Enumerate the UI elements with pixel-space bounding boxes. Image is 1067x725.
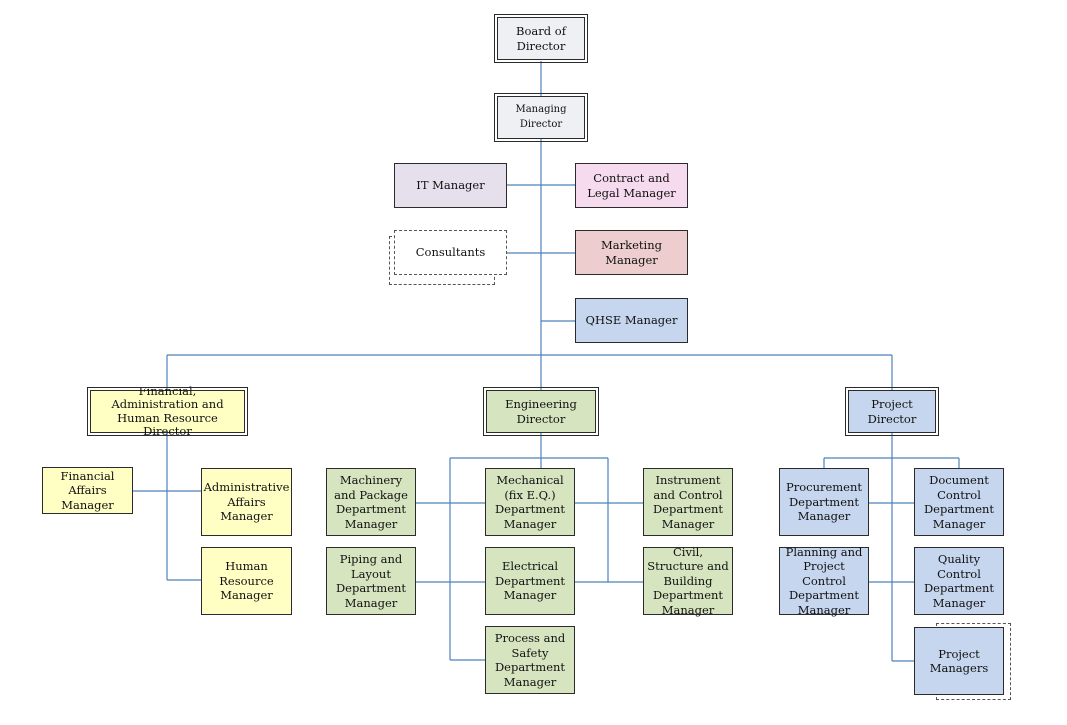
- node-label: QHSE Manager: [585, 313, 678, 328]
- node-label: Piping and Layout Department Manager: [335, 552, 407, 610]
- node-process-safety-manager: Process and Safety Department Manager: [485, 626, 575, 694]
- node-document-control-manager: Document Control Department Manager: [914, 468, 1004, 536]
- node-financial-affairs-manager: Financial Affairs Manager: [42, 467, 133, 514]
- node-project-managers: Project Managers: [914, 627, 1004, 695]
- node-label: Project Managers: [929, 646, 989, 676]
- node-label: Planning and Project Control Department …: [785, 544, 863, 617]
- node-it-manager: IT Manager: [394, 163, 507, 208]
- node-qhse-manager: QHSE Manager: [575, 298, 688, 343]
- node-marketing-manager: Marketing Manager: [575, 230, 688, 275]
- node-label: Project Director: [867, 397, 917, 426]
- node-label: Consultants: [415, 245, 486, 260]
- node-board-of-director: Board of Director: [494, 14, 588, 63]
- node-consultants: Consultants: [394, 230, 507, 275]
- node-label: Document Control Department Manager: [923, 473, 995, 531]
- node-label: Human Resource Manager: [219, 559, 274, 603]
- node-label: Civil, Structure and Building Department…: [647, 544, 729, 617]
- node-civil-structure-building-manager: Civil, Structure and Building Department…: [643, 544, 733, 617]
- node-contract-legal-manager: Contract and Legal Manager: [575, 163, 688, 208]
- node-label: IT Manager: [416, 178, 485, 193]
- node-label: Financial, Administration and Human Reso…: [111, 383, 224, 438]
- node-human-resource-manager: Human Resource Manager: [201, 547, 292, 615]
- node-piping-layout-manager: Piping and Layout Department Manager: [326, 547, 416, 615]
- node-label: Managing Director: [515, 104, 567, 130]
- node-label: Administrative Affairs Manager: [203, 480, 290, 524]
- node-mechanical-manager: Mechanical (fix E.Q.) Department Manager: [485, 468, 575, 536]
- node-label: Board of Director: [516, 24, 566, 53]
- node-planning-project-control-manager: Planning and Project Control Department …: [779, 544, 869, 617]
- node-managing-director: Managing Director: [494, 93, 588, 142]
- node-label: Instrument and Control Department Manage…: [652, 473, 724, 531]
- node-project-director: Project Director: [845, 387, 939, 436]
- node-financial-admin-hr-director: Financial, Administration and Human Reso…: [87, 384, 248, 438]
- node-label: Process and Safety Department Manager: [494, 631, 566, 689]
- node-label: Machinery and Package Department Manager: [334, 473, 408, 531]
- node-engineering-director: Engineering Director: [483, 387, 599, 436]
- node-administrative-affairs-manager: Administrative Affairs Manager: [201, 468, 292, 536]
- node-instrument-control-manager: Instrument and Control Department Manage…: [643, 468, 733, 536]
- node-label: Mechanical (fix E.Q.) Department Manager: [494, 473, 566, 531]
- node-label: Procurement Department Manager: [785, 480, 863, 524]
- node-label: Engineering Director: [505, 397, 577, 426]
- node-machinery-package-manager: Machinery and Package Department Manager: [326, 468, 416, 536]
- node-label: Quality Control Department Manager: [923, 552, 995, 610]
- node-quality-control-manager: Quality Control Department Manager: [914, 547, 1004, 615]
- node-label: Financial Affairs Manager: [60, 468, 115, 512]
- node-label: Marketing Manager: [601, 238, 662, 267]
- node-procurement-manager: Procurement Department Manager: [779, 468, 869, 536]
- node-label: Contract and Legal Manager: [587, 171, 676, 200]
- node-label: Electrical Department Manager: [494, 559, 566, 603]
- node-electrical-manager: Electrical Department Manager: [485, 547, 575, 615]
